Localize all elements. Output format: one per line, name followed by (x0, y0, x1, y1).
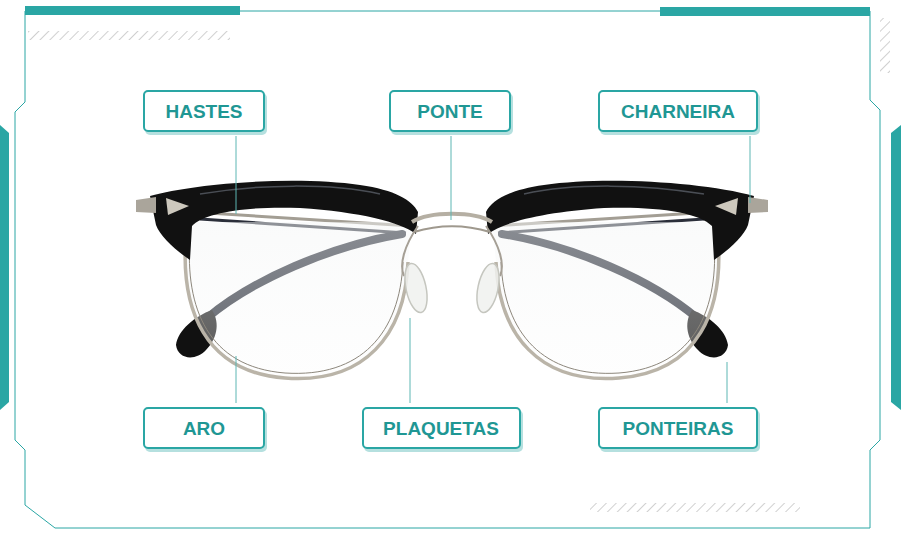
brow-frame (150, 181, 418, 260)
leader-line (236, 356, 237, 403)
part-label-box: CHARNEIRA (598, 90, 758, 132)
leader-line (750, 136, 751, 203)
part-label-box: ARO (143, 407, 265, 449)
leader-line (451, 136, 452, 220)
brow-gloss (200, 186, 380, 194)
hatch-mark (28, 31, 230, 40)
frame-outline (15, 11, 880, 528)
hatch-mark (880, 18, 890, 73)
hinge-metal (136, 197, 156, 213)
part-label-box: PONTEIRAS (598, 407, 758, 449)
hinge-rivet (166, 198, 189, 215)
hatch-mark (590, 503, 800, 512)
bridge (412, 214, 492, 222)
part-name: PONTE (417, 102, 482, 121)
part-name: HASTES (165, 102, 242, 121)
part-label-box: PLAQUETAS (362, 407, 521, 449)
leader-line (236, 136, 237, 214)
frame-decoration (0, 6, 901, 528)
part-label-box: HASTES (143, 90, 265, 132)
part-name: ARO (183, 419, 225, 438)
frame-bar (0, 125, 9, 410)
lens (185, 222, 412, 378)
part-name: CHARNEIRA (621, 102, 735, 121)
part-name: PONTEIRAS (623, 419, 734, 438)
part-name: PLAQUETAS (383, 419, 499, 438)
rim-wire (185, 235, 408, 378)
frame-bar (891, 125, 901, 410)
leader-lines (236, 136, 750, 403)
glasses-half (473, 181, 768, 379)
leader-line (727, 362, 728, 403)
frame-bar (25, 6, 240, 15)
part-label-box: PONTE (389, 90, 511, 132)
nose-pad (401, 261, 431, 314)
bridge (414, 226, 490, 232)
glasses-half (136, 181, 431, 379)
leader-line (410, 318, 411, 403)
rim-wire-inner (189, 238, 403, 373)
